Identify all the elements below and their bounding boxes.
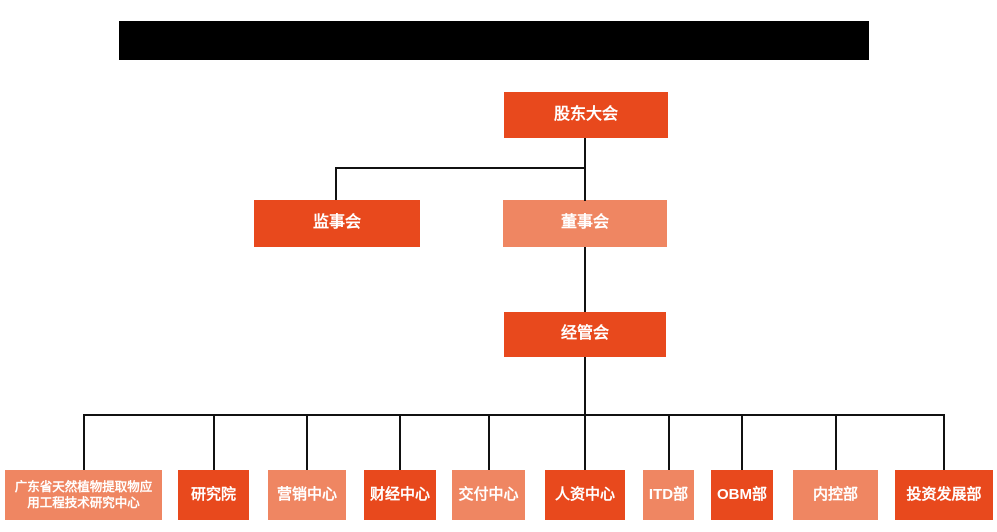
org-box-department: 广东省天然植物提取物应用工程技术研究中心 [5,470,162,520]
connector-board-to-management [584,247,586,312]
connector-department-drop [943,414,945,470]
connector-department-drop [834,414,837,470]
connector-department-drop [741,414,743,470]
org-box-shareholders-meeting: 股东大会 [504,92,668,138]
org-box-board-of-directors: 董事会 [503,200,667,247]
connector-department-drop [212,414,215,470]
org-box-department: 内控部 [793,470,878,520]
connector-department-drop [82,414,85,470]
connector-supervisory-drop [335,167,337,200]
org-box-department: OBM部 [711,470,773,520]
connector-department-drop [584,414,586,470]
connector-root-down [584,138,586,201]
connector-management-down [584,357,586,416]
org-box-department: 投资发展部 [895,470,993,520]
org-box-supervisory-board: 监事会 [254,200,420,247]
redacted-title-bar [119,21,869,60]
org-box-department: 人资中心 [545,470,625,520]
org-box-department: 交付中心 [452,470,525,520]
org-box-department: ITD部 [643,470,694,520]
connector-level2-horizontal [335,167,586,169]
connector-departments-horizontal [82,414,945,416]
org-box-department: 财经中心 [364,470,436,520]
connector-department-drop [306,414,308,470]
org-box-management-committee: 经管会 [504,312,666,357]
connector-department-drop [487,414,490,470]
connector-department-drop [399,414,401,470]
org-box-department: 营销中心 [268,470,346,520]
org-box-department: 研究院 [178,470,249,520]
connector-department-drop [667,414,670,470]
